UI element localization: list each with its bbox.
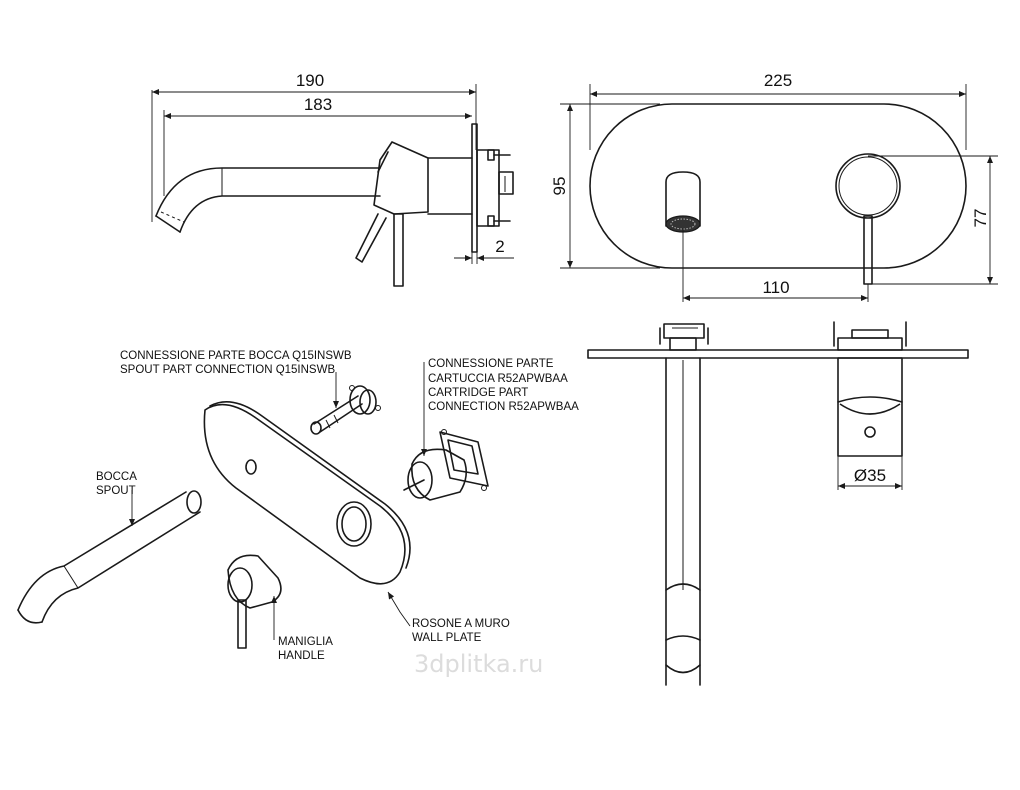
top-view: Ø35 xyxy=(587,321,969,686)
dim-plate-height: 95 xyxy=(550,177,569,196)
front-view: 225 95 77 110 xyxy=(550,71,998,302)
dim-handle-diameter: Ø35 xyxy=(854,466,886,485)
dim-handle-height: 77 xyxy=(971,209,990,228)
spout-top xyxy=(665,357,701,686)
side-view: 190 183 xyxy=(151,71,514,287)
dim-plate-width: 225 xyxy=(764,71,792,90)
callouts: CONNESSIONE PARTE BOCCA Q15INSWB SPOUT P… xyxy=(96,350,579,662)
cartridge-connection-iso xyxy=(403,429,489,501)
watermark: 3dplitka.ru xyxy=(414,650,543,678)
spout-iso xyxy=(17,490,202,624)
label-cartridge-connection-it-1: CONNESSIONE PARTE xyxy=(428,358,554,370)
dim-plate-thickness: 2 xyxy=(495,237,504,256)
wall-plate-iso xyxy=(203,400,411,585)
label-cartridge-connection-it-2: CARTUCCIA R52APWBAA xyxy=(428,373,568,385)
exploded-view xyxy=(17,385,489,649)
wall-plate-side xyxy=(471,123,514,253)
label-handle-it: MANIGLIA xyxy=(278,636,333,648)
wall-plate-top xyxy=(587,349,969,359)
label-handle-en: HANDLE xyxy=(278,650,325,662)
mixer-body-side xyxy=(355,141,473,287)
cartridge-connector-top xyxy=(833,321,907,351)
label-spout-connection-en: SPOUT PART CONNECTION Q15INSWB xyxy=(120,364,335,376)
dim-overall-length: 190 xyxy=(296,71,324,90)
label-spout-it: BOCCA xyxy=(96,471,137,483)
handle-front xyxy=(835,153,901,285)
handle-top xyxy=(837,357,903,457)
handle-iso xyxy=(227,554,282,649)
label-cartridge-connection-en-1: CARTRIDGE PART xyxy=(428,387,528,399)
spout-connection-iso xyxy=(310,385,381,435)
spout-side xyxy=(155,167,381,233)
spout-connector-top xyxy=(659,323,709,351)
label-spout-en: SPOUT xyxy=(96,485,136,497)
wall-plate-front xyxy=(589,103,967,269)
dim-axis-distance: 110 xyxy=(762,278,789,297)
label-cartridge-connection-en-2: CONNECTION R52APWBAA xyxy=(428,401,579,413)
label-spout-connection-it: CONNESSIONE PARTE BOCCA Q15INSWB xyxy=(120,350,352,362)
dim-spout-length: 183 xyxy=(304,95,332,114)
label-wall-plate-en: WALL PLATE xyxy=(412,632,482,644)
spout-outlet-front xyxy=(665,171,701,233)
label-wall-plate-it: ROSONE A MURO xyxy=(412,618,510,630)
